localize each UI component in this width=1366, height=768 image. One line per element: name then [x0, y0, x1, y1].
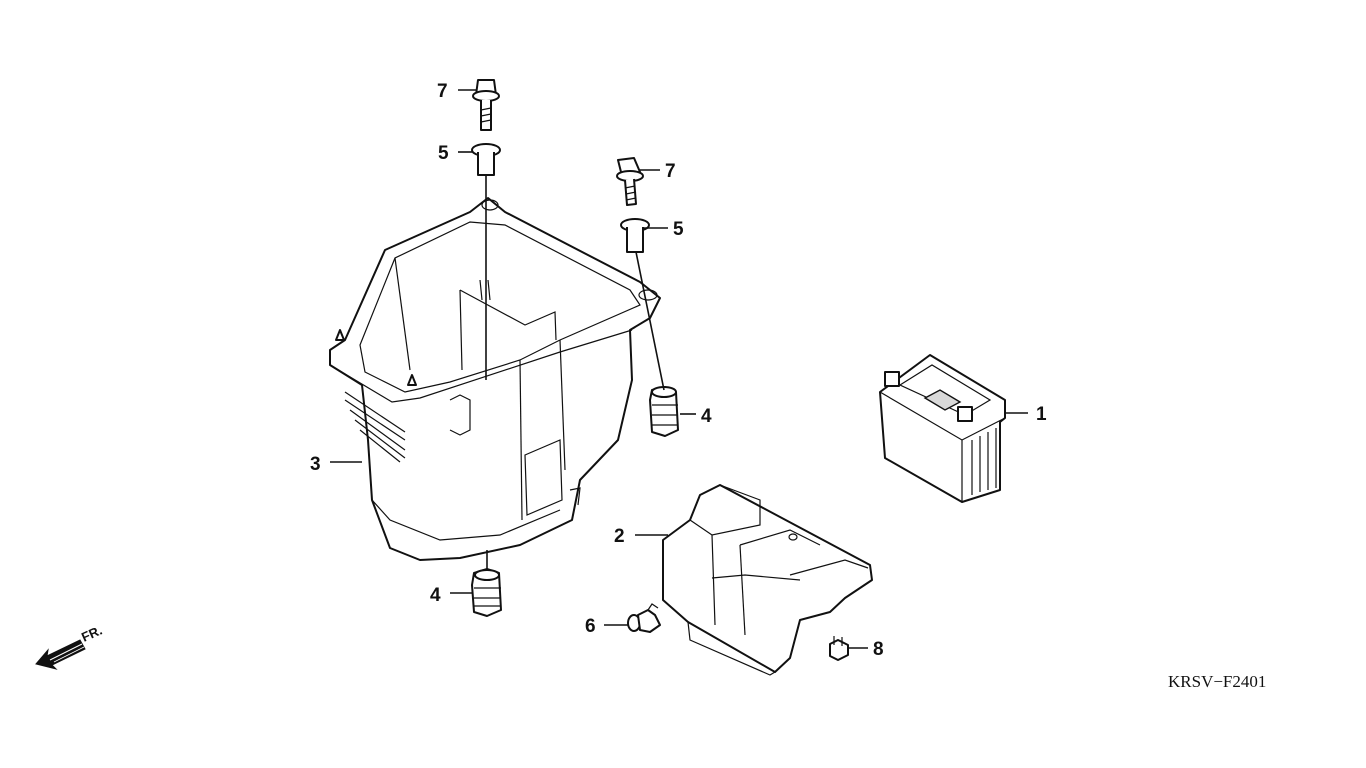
callout-5-left: 5	[438, 143, 449, 164]
callout-7-left: 7	[437, 81, 448, 102]
wire-clip[interactable]	[829, 636, 849, 661]
callout-4-upper: 4	[701, 406, 712, 427]
drawing-code: KRSV−F2401	[1168, 672, 1266, 691]
battery-box[interactable]	[329, 197, 661, 561]
collar-right[interactable]	[620, 218, 650, 253]
battery[interactable]	[879, 354, 1006, 503]
callout-6: 6	[585, 616, 596, 637]
callout-7-right: 7	[665, 161, 676, 182]
trim-clip[interactable]	[627, 603, 661, 633]
collar-left[interactable]	[471, 143, 501, 176]
bolt-right[interactable]	[616, 157, 644, 206]
rubber-damper-lower[interactable]	[471, 568, 502, 617]
front-direction-arrow-icon	[35, 639, 86, 670]
rubber-damper-upper[interactable]	[649, 386, 679, 437]
callout-8: 8	[873, 639, 884, 660]
callout-2: 2	[614, 526, 625, 547]
leader-lines	[330, 89, 1028, 649]
battery-cover[interactable]	[662, 484, 873, 676]
callout-1: 1	[1036, 404, 1047, 425]
callout-5-right: 5	[673, 219, 684, 240]
bolt-left[interactable]	[472, 79, 500, 131]
direction-label: FR.	[79, 623, 104, 645]
callout-4-lower: 4	[430, 585, 441, 606]
callout-3: 3	[310, 454, 321, 475]
